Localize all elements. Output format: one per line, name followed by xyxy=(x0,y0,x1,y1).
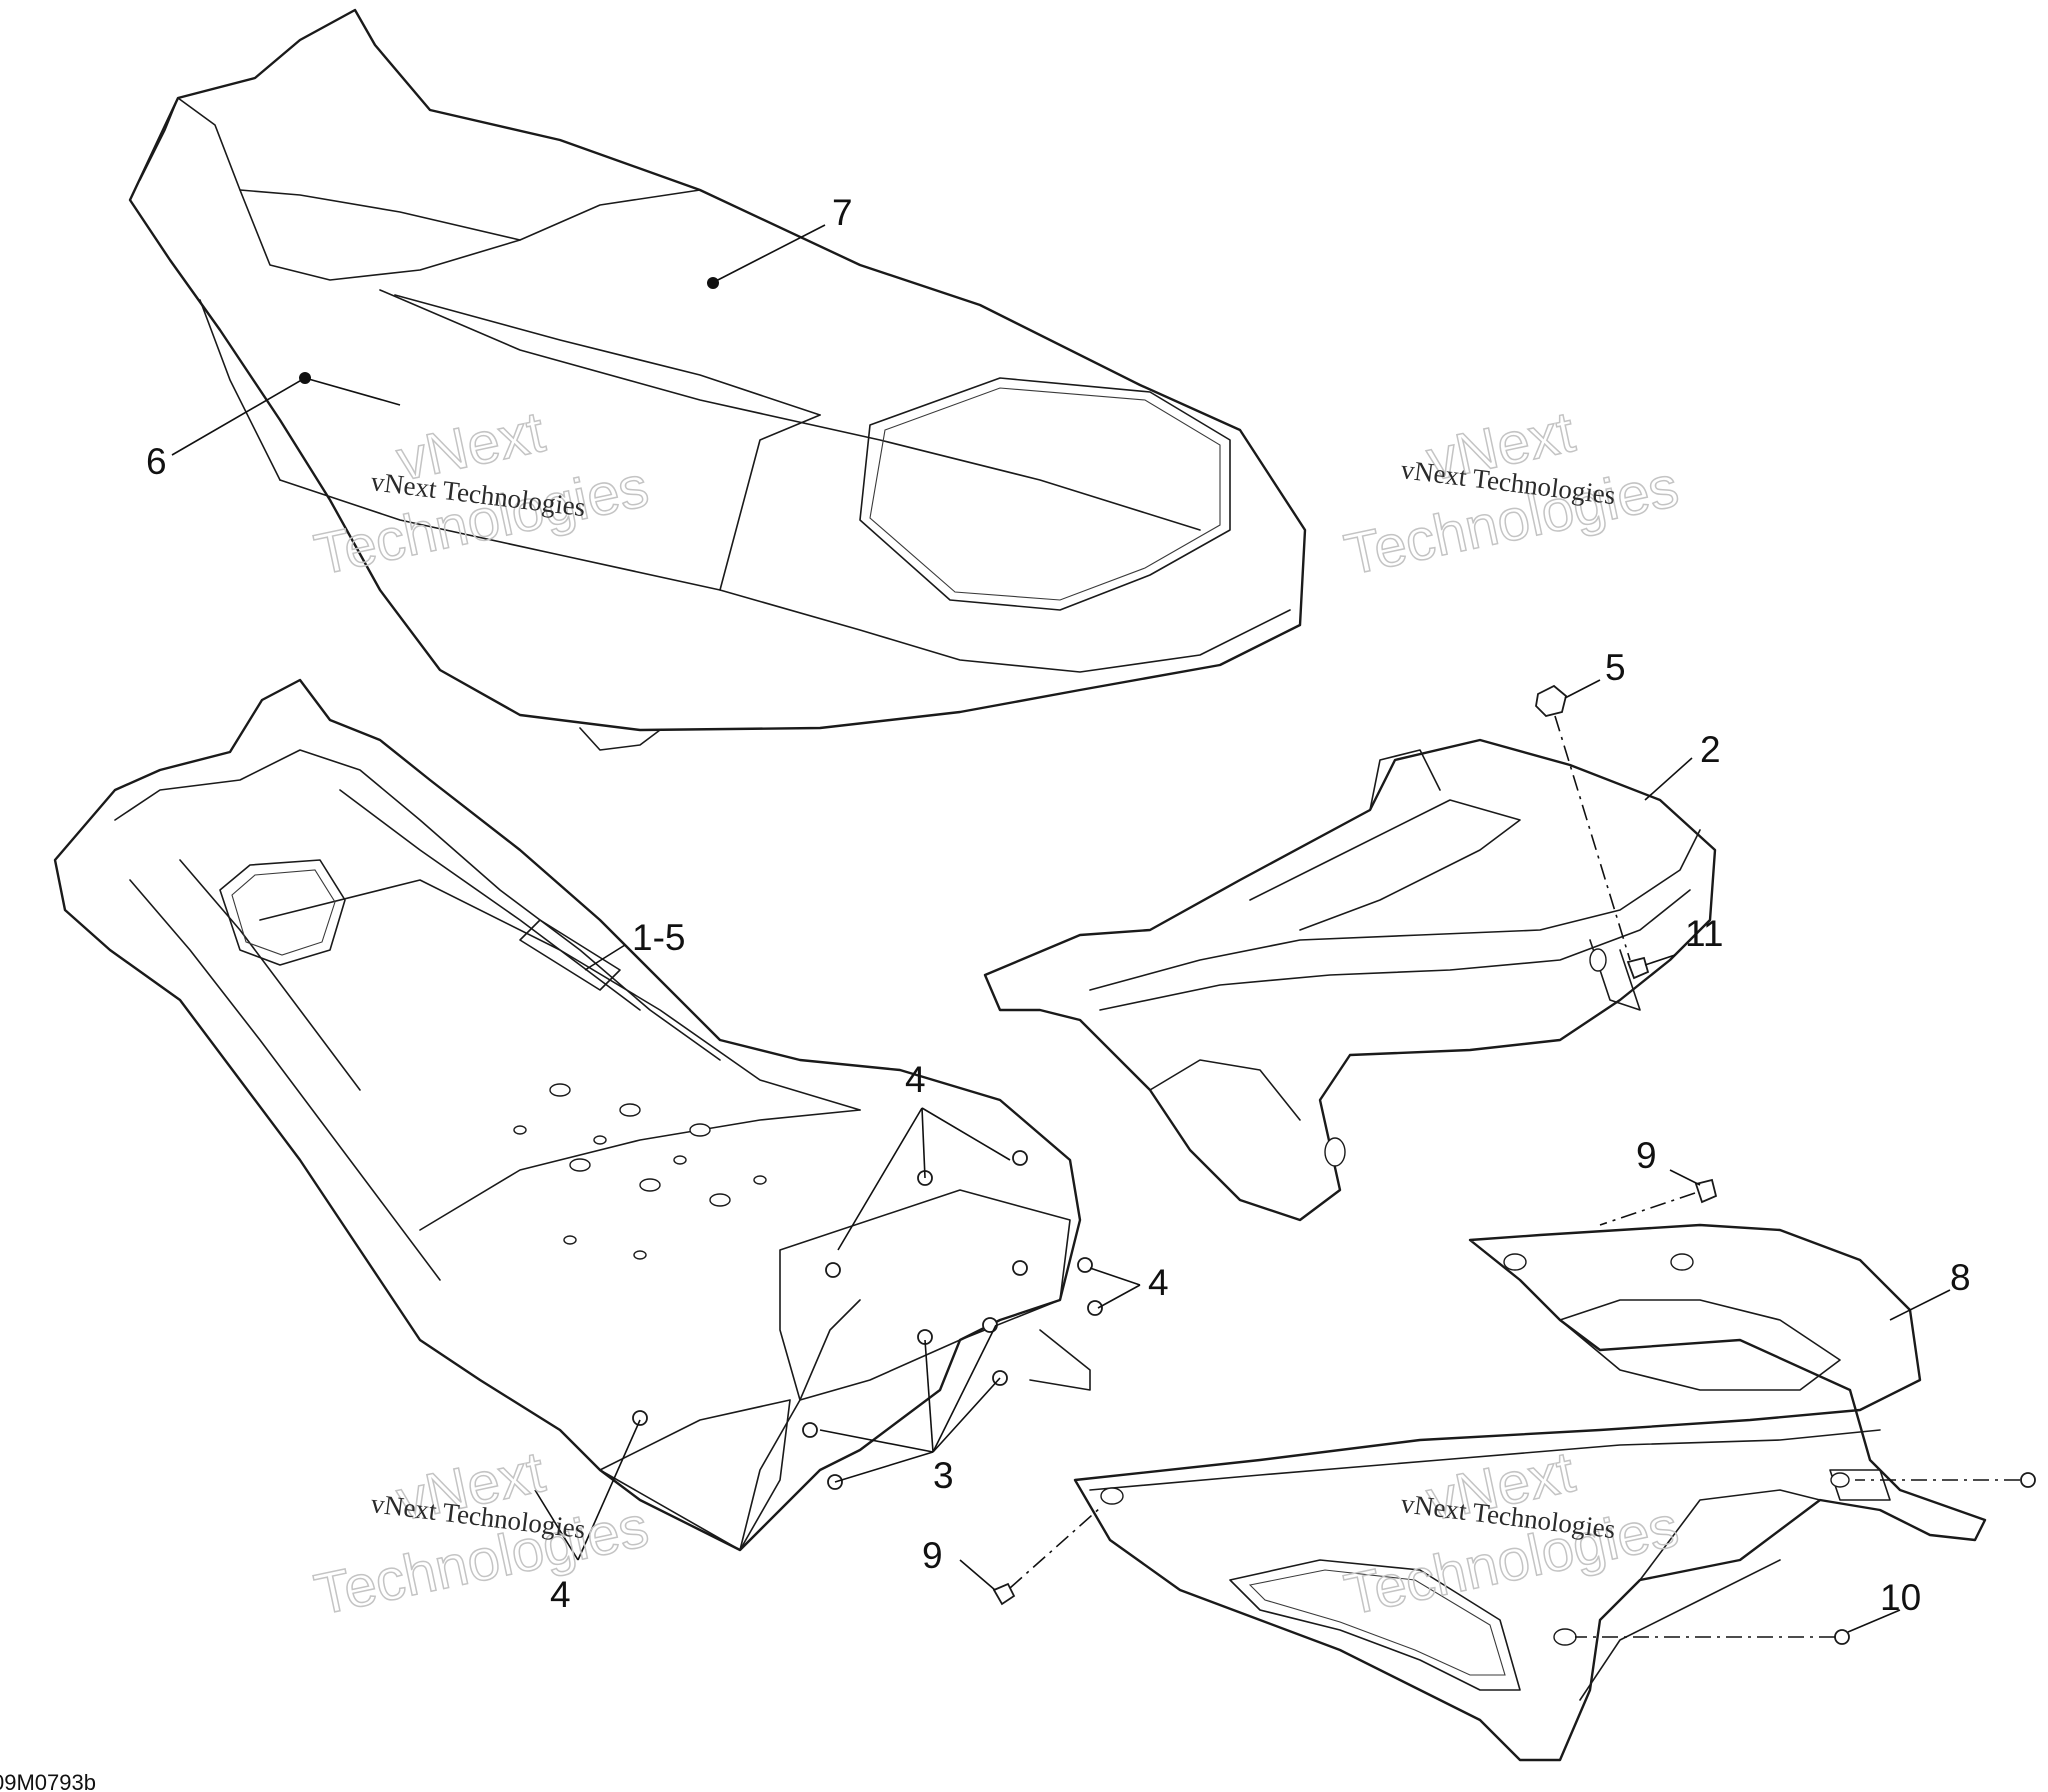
seat-base-side-rail xyxy=(339,789,641,1011)
callout-4-top: 4 xyxy=(905,1059,926,1100)
grab-handle-assembly xyxy=(983,738,1717,1222)
grab-handle-rail-inner xyxy=(1099,889,1691,1011)
nut-4-e xyxy=(1087,1300,1103,1316)
callout-4-right: 4 xyxy=(1148,1262,1169,1303)
grab-handle-rail xyxy=(1089,829,1701,991)
grab-handle-body xyxy=(1149,1059,1301,1121)
callouts: 7 6 1-5 5 2 11 4 4 3 4 8 9 9 10 xyxy=(146,192,1971,1618)
callout-1-5: 1-5 xyxy=(632,917,685,958)
screw-3-e xyxy=(632,1410,648,1426)
screw-9-top xyxy=(1694,1178,1718,1204)
nut-4-g xyxy=(982,1317,998,1333)
leader-lines xyxy=(171,224,2020,1638)
callout-9-top: 9 xyxy=(1636,1135,1657,1176)
seat-assembly xyxy=(128,8,1307,751)
rear-cover-hole-2 xyxy=(1670,1253,1694,1271)
callout-6: 6 xyxy=(146,441,167,482)
screw-10-lower xyxy=(1834,1629,1850,1645)
screw-11 xyxy=(1626,956,1650,980)
screw-10-right xyxy=(2020,1472,2036,1488)
rear-cover-fin xyxy=(1639,1489,1821,1581)
grab-handle-hole xyxy=(1324,1137,1346,1167)
rear-cover-side-vent xyxy=(1229,1559,1521,1691)
seat-pad-inner xyxy=(869,387,1221,601)
screw-3-c xyxy=(802,1422,818,1438)
nut-4-c xyxy=(825,1262,841,1278)
grab-handle xyxy=(983,738,1717,1222)
callout-4-bottom: 4 xyxy=(550,1574,571,1615)
rear-cover-right-mount xyxy=(1829,1469,1891,1501)
drawing-code: 09M0793b xyxy=(0,1770,96,1792)
seat-base-inner-rim xyxy=(114,749,721,1061)
seat-base-slot xyxy=(519,919,621,991)
seat-side-crease xyxy=(199,299,281,481)
callout-7: 7 xyxy=(832,192,853,233)
screw-9-bottom xyxy=(992,1582,1016,1606)
seat-base-cup xyxy=(219,859,346,966)
callout-11: 11 xyxy=(1685,913,1723,954)
rear-plate xyxy=(599,1399,791,1551)
rear-cover-inner-cavity xyxy=(1559,1299,1841,1391)
rear-cover-hole-4 xyxy=(1553,1628,1577,1646)
rear-bracket-flange xyxy=(1029,1329,1091,1391)
seat-stripe xyxy=(394,294,821,416)
fasteners xyxy=(632,684,2036,1645)
seat-bolster xyxy=(239,189,521,241)
seat-rear-tab xyxy=(579,727,661,751)
nut-4-a xyxy=(1012,1150,1028,1166)
nut-4-d xyxy=(1077,1257,1093,1273)
nut-4-f xyxy=(1012,1260,1028,1276)
seat-base-left-rail xyxy=(129,879,441,1281)
clip-5 xyxy=(1535,684,1568,717)
rear-cover-hole-1 xyxy=(1503,1253,1527,1271)
seat-base-holes xyxy=(513,1083,767,1260)
seat-cover xyxy=(128,8,1307,732)
seat-base-rear-section xyxy=(419,1109,861,1231)
grab-handle-frame xyxy=(1249,799,1521,931)
seat-front-edge xyxy=(139,97,179,181)
rear-cover-side-vent-inner xyxy=(1248,1569,1506,1676)
seat-center-line xyxy=(379,289,1201,531)
seat-upper-ridge xyxy=(177,97,701,281)
seat-base-cup-inner xyxy=(231,869,336,956)
seat-base-left-rail-2 xyxy=(179,859,361,1091)
grab-handle-ear xyxy=(1369,749,1441,811)
callout-8: 8 xyxy=(1950,1257,1971,1298)
callout-10: 10 xyxy=(1880,1577,1921,1618)
callout-2: 2 xyxy=(1700,729,1721,770)
rear-cover-hole-3 xyxy=(1100,1487,1124,1505)
seat-side-line xyxy=(719,414,821,591)
rear-cover-hole-5 xyxy=(1830,1472,1850,1488)
rear-cover-lower-line xyxy=(1579,1559,1781,1701)
callout-9-bottom: 9 xyxy=(922,1535,943,1576)
rear-bracket xyxy=(779,1189,1071,1401)
rear-cover-top-edge xyxy=(1089,1429,1881,1491)
grab-handle-hole-2 xyxy=(1589,948,1607,972)
callout-3: 3 xyxy=(933,1455,954,1496)
rear-cover-assembly xyxy=(1073,1223,1987,1762)
seat-lower-trim xyxy=(279,479,1291,673)
seat-base-assembly xyxy=(53,678,1091,1552)
rear-cover xyxy=(1073,1223,1987,1762)
callout-5: 5 xyxy=(1605,647,1626,688)
seat-pad-outline xyxy=(859,377,1231,611)
seat-base xyxy=(53,678,1082,1552)
